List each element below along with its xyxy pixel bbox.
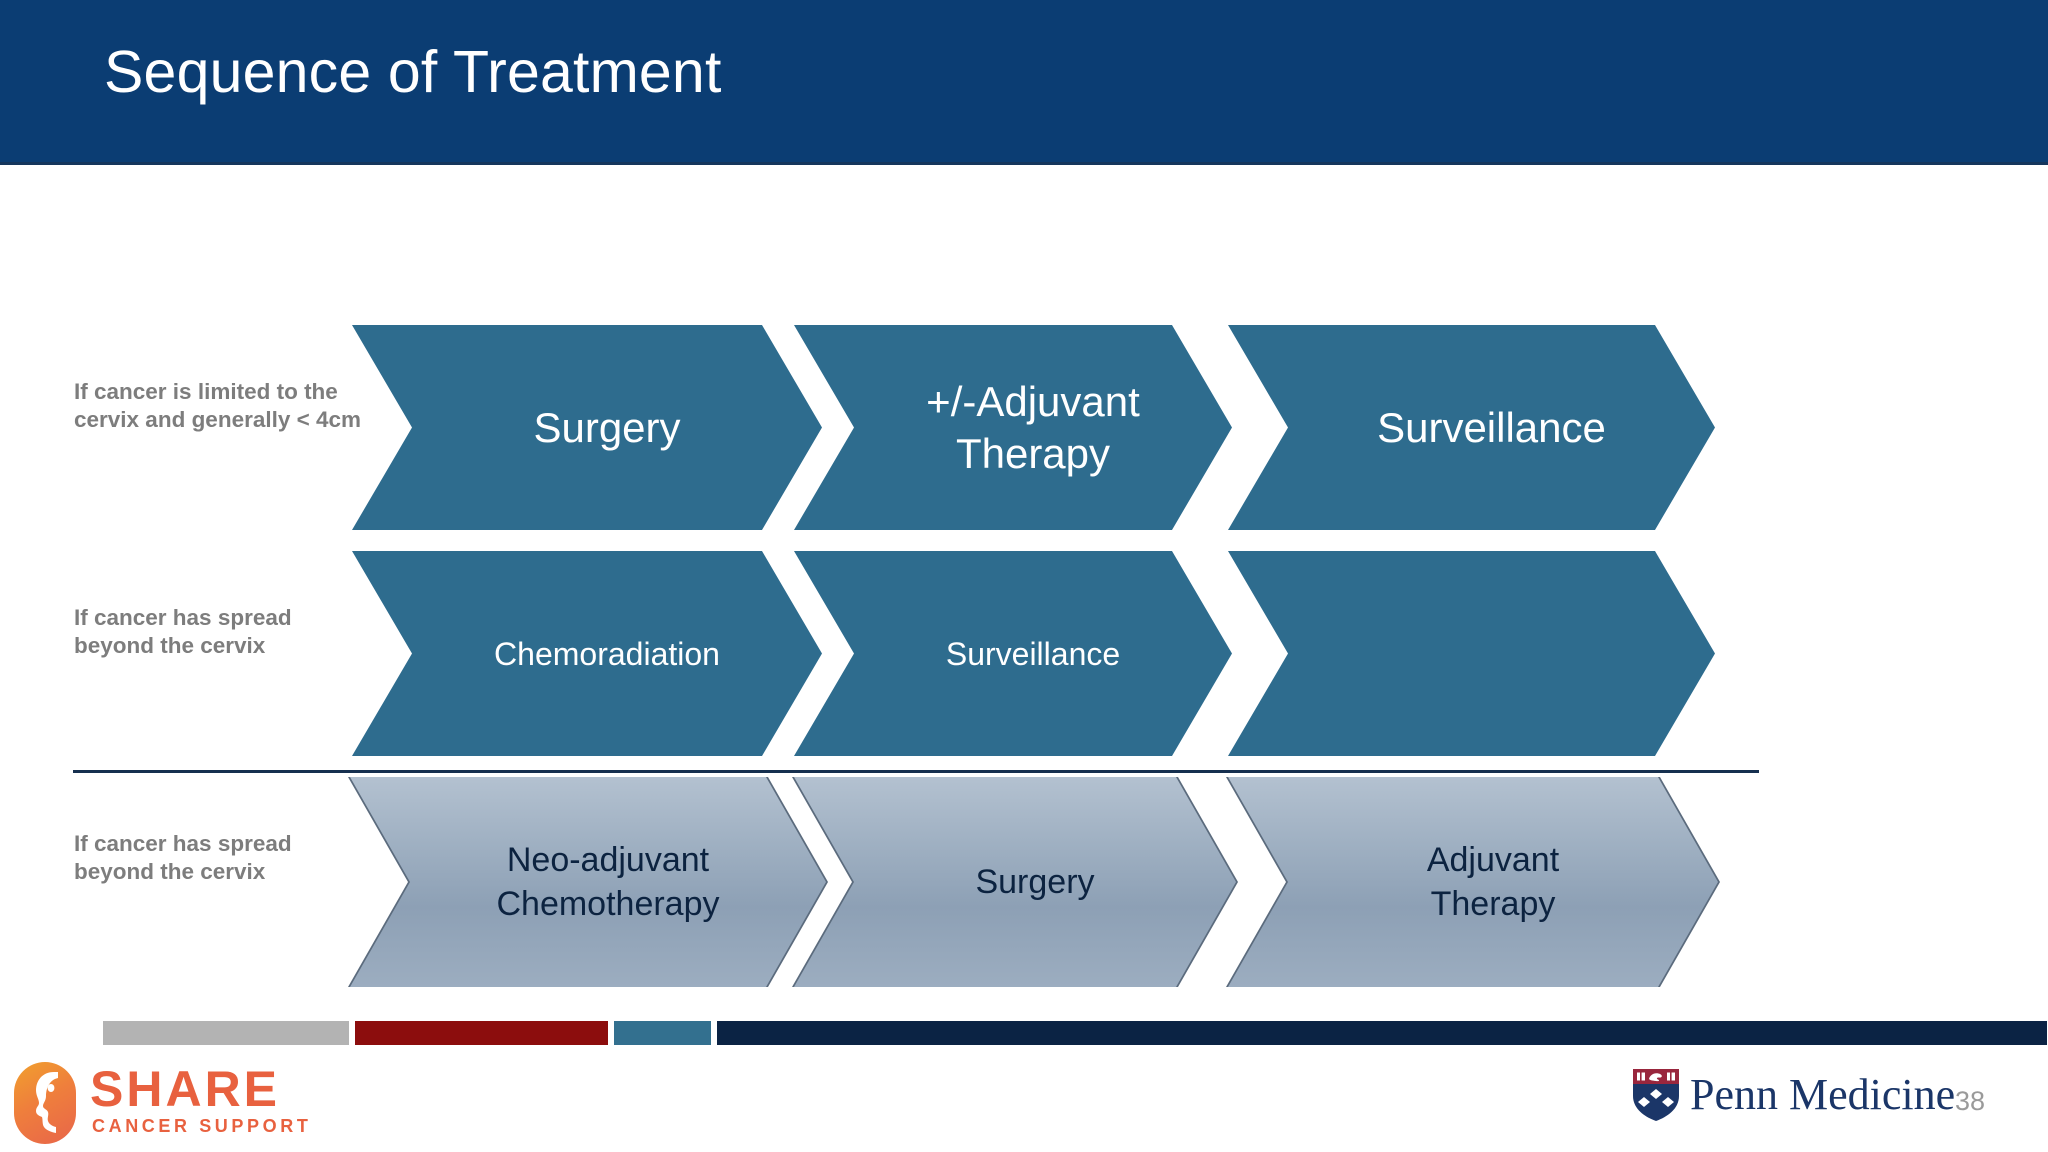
share-wordmark: SHARE [90, 1061, 281, 1117]
chevron-row2-step2[interactable]: Surveillance [794, 551, 1232, 756]
chevron-row3-step2-label: Surgery [975, 863, 1095, 901]
footer-bar-segment-teal [614, 1021, 711, 1045]
chevron-row2-step1-label: Chemoradiation [494, 635, 720, 672]
treatment-row-2: If cancer has spread beyond the cervix C… [0, 551, 2048, 756]
treatment-row-3: If cancer has spread beyond the cervix N… [0, 777, 2048, 987]
share-face-badge-icon [14, 1062, 76, 1144]
chevron-row2-step1[interactable]: Chemoradiation [352, 551, 822, 756]
row-label-2: If cancer has spread beyond the cervix [74, 605, 292, 658]
treatment-row-1: If cancer is limited to the cervix and g… [0, 325, 2048, 530]
section-divider [73, 770, 1759, 773]
chevron-row1-step1[interactable]: Surgery [352, 325, 822, 530]
chevron-row1-step2[interactable]: +/-Adjuvant Therapy [794, 325, 1232, 530]
share-profile-face-icon [36, 1072, 58, 1133]
chevron-row3-step1-label: Neo-adjuvant Chemotherapy [496, 841, 720, 923]
chevron-row3-step3-label: Adjuvant Therapy [1426, 841, 1560, 923]
penn-medicine-wordmark: Penn Medicine [1690, 1070, 1956, 1119]
row-label-1: If cancer is limited to the cervix and g… [74, 379, 362, 432]
share-tagline: CANCER SUPPORT [92, 1116, 312, 1136]
footer-bar-segment-red [355, 1021, 608, 1045]
chevron-row3-step3[interactable]: Adjuvant Therapy [1228, 777, 1718, 987]
footer-bar-segment-gray [103, 1021, 349, 1045]
page-number: 38 [1955, 1086, 1986, 1116]
page-title: Sequence of Treatment [104, 39, 722, 105]
penn-medicine-logo: Penn Medicine [1632, 1068, 1955, 1130]
chevron-row2-step2-label: Surveillance [945, 635, 1121, 672]
title-bar: Sequence of Treatment [0, 0, 2048, 165]
chevron-row1-step3[interactable]: Surveillance [1228, 325, 1715, 530]
chevron-row2-step3[interactable] [1228, 551, 1715, 756]
chevron-row3-step1[interactable]: Neo-adjuvant Chemotherapy [350, 777, 826, 987]
share-logo: SHARE CANCER SUPPORT [14, 1062, 354, 1144]
penn-shield-icon [1633, 1069, 1679, 1121]
chevron-row1-step3-label: Surveillance [1377, 403, 1606, 451]
chevron-row3-step2[interactable]: Surgery [794, 777, 1236, 987]
row-label-3: If cancer has spread beyond the cervix [74, 831, 292, 884]
chevron-row1-step2-label: +/-Adjuvant Therapy [926, 377, 1140, 477]
footer-bar-segment-navy [717, 1021, 2047, 1045]
chevron-row1-step1-label: Surgery [533, 403, 681, 451]
